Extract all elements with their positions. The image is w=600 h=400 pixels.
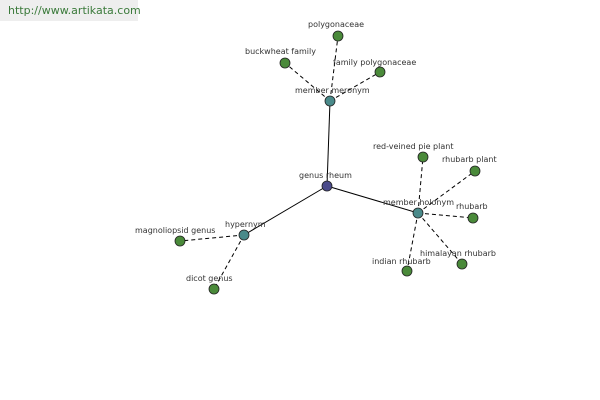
leaf-label: buckwheat family: [245, 47, 316, 56]
relation-label-hypernym: hypernym: [225, 220, 266, 229]
relation-node-meronym[interactable]: [324, 95, 336, 107]
leaf-node[interactable]: [332, 30, 344, 42]
edge-meronym-leaf: [329, 35, 339, 102]
leaf-label: family polygonaceae: [333, 58, 416, 67]
relation-label-meronym: member meronym: [295, 86, 370, 95]
edge-holonym-leaf: [417, 212, 474, 219]
leaf-node[interactable]: [401, 265, 413, 277]
leaf-label: red-veined pie plant: [373, 142, 453, 151]
edge-holonym-leaf: [417, 170, 476, 214]
leaf-node[interactable]: [417, 151, 429, 163]
labels: polygonaceae buckwheat family family polyg…: [135, 20, 497, 283]
relation-node-hypernym[interactable]: [238, 229, 250, 241]
edge-hypernym-leaf: [179, 234, 245, 242]
leaf-label: himalayan rhubarb: [420, 249, 496, 258]
watermark-text: http://www.artikata.com: [8, 4, 141, 17]
edge-root-holonym: [326, 185, 419, 214]
edge-hypernym-leaf: [213, 234, 245, 290]
edge-meronym-leaf: [329, 71, 381, 102]
edges: [179, 35, 476, 290]
leaf-node[interactable]: [467, 212, 479, 224]
leaf-node[interactable]: [469, 165, 481, 177]
edge-root-hypernym: [243, 185, 328, 236]
leaf-label: indian rhubarb: [372, 257, 431, 266]
leaf-label: rhubarb plant: [442, 155, 497, 164]
watermark: http://www.artikata.com: [0, 0, 141, 21]
leaf-node[interactable]: [456, 258, 468, 270]
root-node[interactable]: [321, 180, 333, 192]
leaf-node[interactable]: [374, 66, 386, 78]
root-label: genus rheum: [299, 171, 352, 180]
leaf-label: polygonaceae: [308, 20, 364, 29]
leaf-label: dicot genus: [186, 274, 233, 283]
leaf-node[interactable]: [279, 57, 291, 69]
relation-label-holonym: member holonym: [383, 198, 454, 207]
leaf-node[interactable]: [208, 283, 220, 295]
edge-holonym-leaf: [417, 212, 463, 265]
edge-holonym-leaf: [417, 156, 424, 214]
leaf-label: magnoliopsid genus: [135, 226, 215, 235]
nodes: [174, 30, 481, 295]
leaf-label: rhubarb: [456, 202, 488, 211]
edge-root-meronym: [326, 100, 331, 187]
edge-meronym-leaf: [284, 62, 331, 102]
relation-node-holonym[interactable]: [412, 207, 424, 219]
edge-holonym-leaf: [406, 212, 419, 272]
leaf-node[interactable]: [174, 235, 186, 247]
